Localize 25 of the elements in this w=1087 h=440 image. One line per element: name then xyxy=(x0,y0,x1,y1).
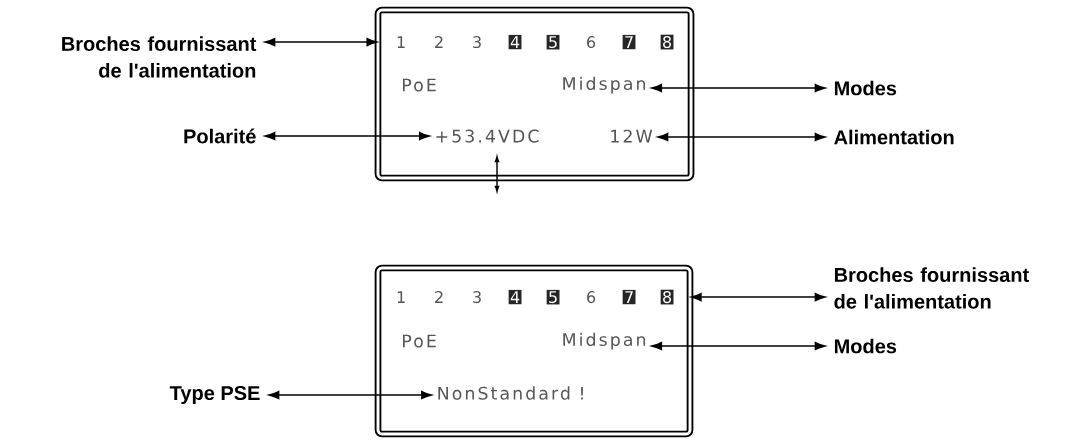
callout-label: Modes xyxy=(834,80,897,96)
double-arrow xyxy=(651,341,826,351)
screen-text: PoE xyxy=(403,334,436,348)
double-arrow xyxy=(690,292,826,302)
pin-numbers: 1 2 3 4 5 6 7 8 xyxy=(397,289,674,305)
screen-text: 12W xyxy=(611,129,653,143)
callout-label: Polarité xyxy=(184,128,256,144)
double-arrow xyxy=(264,131,430,141)
screen-text: Midspan xyxy=(563,76,645,94)
display-screen xyxy=(374,6,695,182)
double-arrow xyxy=(264,37,378,47)
screen-text: PoE xyxy=(402,78,436,92)
double-arrow xyxy=(657,132,826,142)
screen-text: NonStandard ! xyxy=(438,386,583,400)
pin-numbers: 1 2 3 4 5 6 7 8 xyxy=(397,34,674,50)
callout-label: Modes xyxy=(834,338,897,354)
screen-text: +53.4VDC xyxy=(436,129,539,143)
screen-text: Midspan xyxy=(563,332,646,350)
double-arrow xyxy=(651,83,826,93)
display-screen xyxy=(374,264,694,438)
callout-label: Type PSE xyxy=(169,385,260,405)
double-arrow xyxy=(268,390,432,400)
callout-label: Alimentation xyxy=(834,129,954,145)
callout-label: Broches fournissant de l'alimentation xyxy=(62,36,257,78)
callout-label: Broches fournissant de l'alimentation xyxy=(834,267,1029,309)
